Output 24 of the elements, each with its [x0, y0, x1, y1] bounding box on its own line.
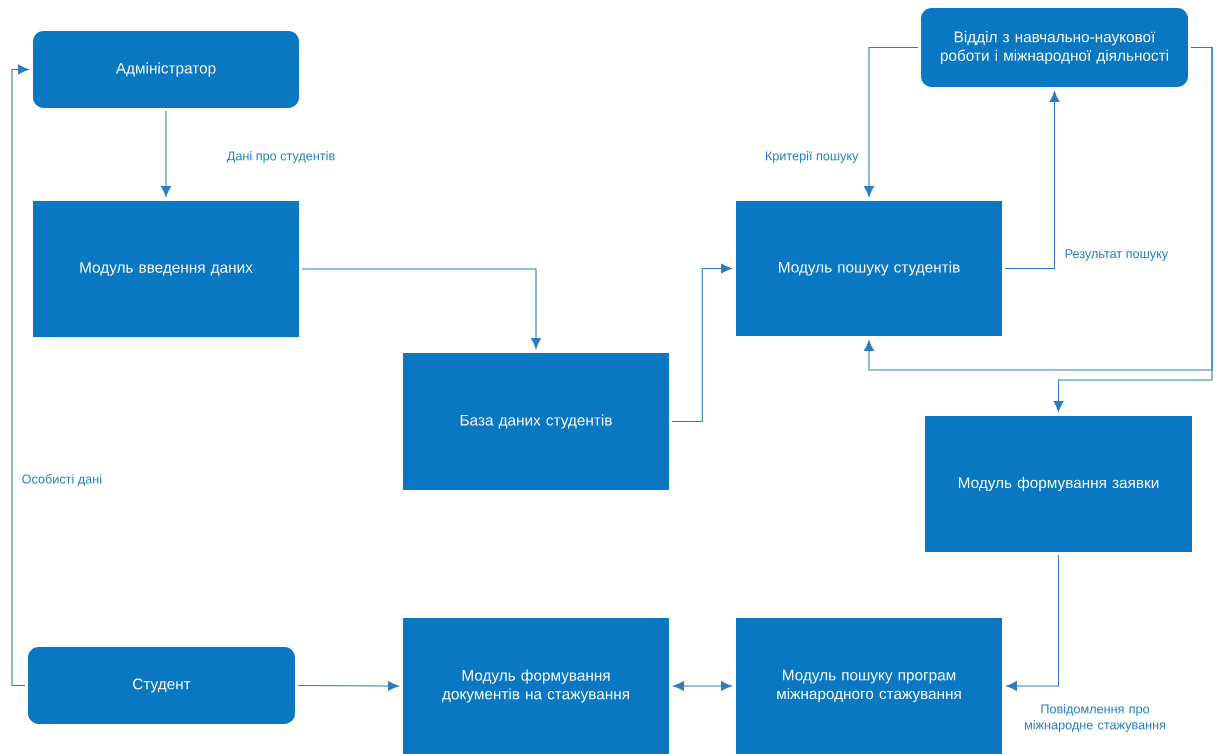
arrow: [11, 64, 29, 687]
arrow: [301, 268, 541, 349]
process-box: Модуль формування заявки: [925, 416, 1192, 552]
arrow: [297, 681, 399, 691]
process-box: Модуль введення даних: [33, 201, 299, 337]
arrow: [671, 263, 732, 423]
edge-label: Критерії пошуку: [765, 151, 859, 163]
edge-label: Повідомлення про міжнародне стажування: [1024, 704, 1166, 732]
arrow: [673, 681, 732, 691]
edge-label: Результат пошуку: [1065, 249, 1169, 261]
arrow: [1006, 554, 1060, 691]
edge-label: Особисті дані: [22, 474, 102, 486]
arrow: [161, 110, 171, 197]
process-box: Модуль пошуку програм міжнародного стажування: [736, 618, 1002, 754]
rounded-box: Студент: [28, 647, 295, 724]
arrow: [864, 46, 919, 197]
rounded-box: Відділ з навчально-наукової роботи і міжнародної діяльності: [921, 8, 1188, 87]
arrow: [1004, 91, 1060, 270]
rounded-box: Адміністратор: [33, 31, 299, 108]
arrow: [1053, 46, 1213, 412]
process-box: Модуль пошуку студентів: [736, 201, 1002, 336]
edge-label: Дані про студентів: [226, 151, 335, 163]
process-box: Модуль формування документів на стажування: [403, 618, 669, 754]
process-box: База даних студентів: [403, 353, 669, 490]
